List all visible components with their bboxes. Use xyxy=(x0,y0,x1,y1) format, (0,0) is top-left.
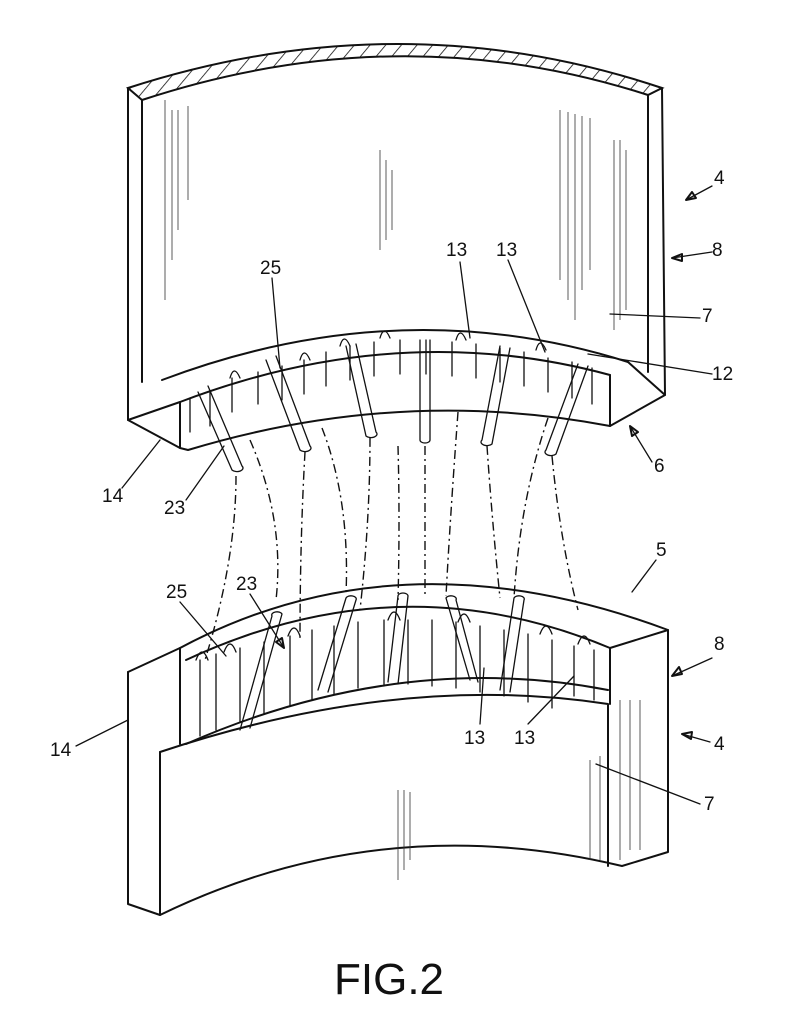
lower-top-face xyxy=(127,583,669,673)
label-lower-14: 14 xyxy=(50,740,72,761)
label-upper-8: 8 xyxy=(712,240,723,261)
label-lower-5: 5 xyxy=(656,540,667,561)
label-lower-13b: 13 xyxy=(514,728,535,749)
lower-teeth-row xyxy=(195,611,595,737)
label-upper-4: 4 xyxy=(714,168,725,189)
label-upper-14: 14 xyxy=(102,486,124,507)
label-upper-12: 12 xyxy=(712,364,733,385)
lower-teeth-base xyxy=(185,677,609,745)
upper-teeth-row xyxy=(189,330,593,433)
label-lower-7: 7 xyxy=(704,794,715,815)
upper-hatched-section xyxy=(125,43,665,102)
label-upper-7: 7 xyxy=(702,306,713,327)
upper-right-end-face xyxy=(609,361,666,427)
label-lower-8: 8 xyxy=(714,634,725,655)
alignment-lines xyxy=(204,411,579,661)
label-lower-23: 23 xyxy=(236,574,257,595)
upper-face-curve xyxy=(161,329,629,381)
label-lower-13a: 13 xyxy=(464,728,485,749)
lower-inner-bore xyxy=(159,693,609,867)
label-lower-25: 25 xyxy=(166,582,187,603)
upper-pins xyxy=(197,339,589,473)
upper-face-curve-lower xyxy=(179,350,611,403)
figure-caption: FIG.2 xyxy=(334,955,444,1004)
reference-labels: 4 8 7 12 6 13 13 25 14 23 5 8 4 7 13 13 … xyxy=(50,168,733,815)
leader-lines xyxy=(75,185,713,805)
lower-shading xyxy=(397,700,641,880)
label-upper-23: 23 xyxy=(164,498,185,519)
label-lower-4: 4 xyxy=(714,734,725,755)
lower-ring-segment xyxy=(127,583,669,916)
label-upper-6: 6 xyxy=(654,456,665,477)
lower-pins xyxy=(239,592,525,731)
upper-end-face-14 xyxy=(127,401,181,449)
upper-outline xyxy=(127,87,666,451)
upper-ring-segment xyxy=(125,43,666,473)
label-upper-13b: 13 xyxy=(496,240,517,261)
label-upper-13a: 13 xyxy=(446,240,467,261)
upper-shading xyxy=(164,100,627,330)
label-upper-25: 25 xyxy=(260,258,281,279)
lower-left-end-inner xyxy=(159,647,181,916)
lower-outline xyxy=(127,629,669,916)
lower-top-face-inner xyxy=(185,605,611,661)
